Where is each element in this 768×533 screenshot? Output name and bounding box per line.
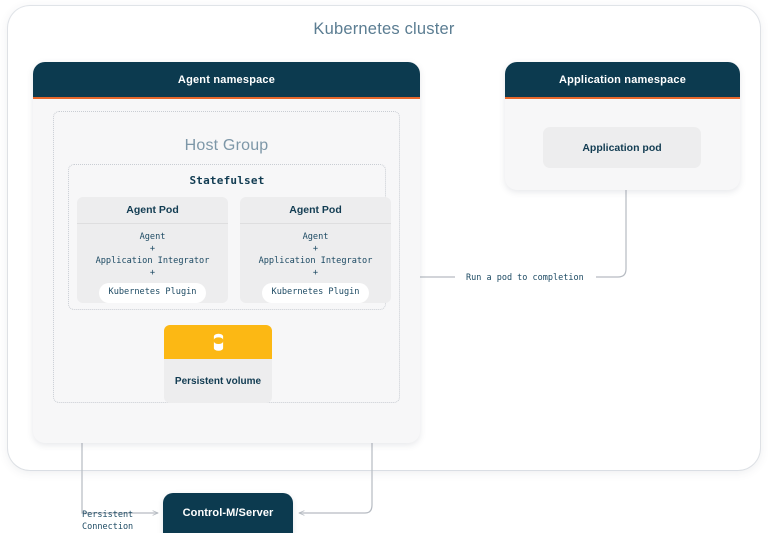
agent-namespace-header: Agent namespace [33, 62, 420, 99]
agent-pod-line: + [149, 267, 156, 278]
application-pod-label: Application pod [582, 141, 662, 154]
run-pod-to-completion-label: Run a pod to completion [466, 273, 584, 283]
agent-pod-body: Agent + Application Integrator + Kuberne… [77, 224, 228, 303]
agent-pod-body: Agent + Application Integrator + Kuberne… [240, 224, 391, 303]
control-m-server-label: Control-M/Server [182, 507, 274, 519]
application-pod-card[interactable]: Application pod [543, 127, 701, 168]
host-group-box: Host Group Statefulset Agent Pod Agent +… [53, 111, 400, 403]
agent-pod-title: Agent Pod [126, 204, 179, 216]
agent-pod-card[interactable]: Agent Pod Agent + Application Integrator… [240, 197, 391, 303]
persistent-volume-body: Persistent volume [164, 359, 272, 403]
agent-pod-title: Agent Pod [289, 204, 342, 216]
agent-pod-line: + [149, 243, 156, 254]
persistent-volume-label: Persistent volume [174, 375, 262, 387]
agent-namespace-card[interactable]: Agent namespace Host Group Statefulset A… [33, 62, 420, 443]
agent-pod-line: Agent [139, 232, 166, 242]
agent-pod-card[interactable]: Agent Pod Agent + Application Integrator… [77, 197, 228, 303]
agent-pod-line: Agent [302, 232, 329, 242]
persistent-volume-header [164, 325, 272, 359]
agent-namespace-title: Agent namespace [177, 73, 276, 86]
application-namespace-header: Application namespace [505, 62, 740, 99]
agent-pod-line: + [312, 243, 319, 254]
kubernetes-plugin-pill[interactable]: Kubernetes Plugin [98, 283, 207, 303]
persistent-connection-label: Persistent Connection [82, 510, 134, 533]
host-group-title: Host Group [184, 137, 269, 154]
agent-pod-line: Application Integrator [258, 255, 373, 266]
kubernetes-plugin-pill[interactable]: Kubernetes Plugin [261, 283, 370, 303]
agent-pod-line: + [312, 267, 319, 278]
database-cylinder-icon [213, 333, 223, 351]
application-namespace-title: Application namespace [558, 73, 687, 86]
control-m-server-box[interactable]: Control-M/Server [163, 493, 293, 533]
persistent-volume-card[interactable]: Persistent volume [164, 325, 272, 403]
statefulset-title: Statefulset [189, 174, 265, 187]
agent-pod-line: Application Integrator [95, 255, 210, 266]
agent-pod-header: Agent Pod [77, 197, 228, 224]
page-title: Kubernetes cluster [313, 20, 455, 38]
statefulset-box: Statefulset Agent Pod Agent + Applicatio… [68, 164, 391, 310]
agent-pod-header: Agent Pod [240, 197, 391, 224]
application-namespace-card[interactable]: Application namespace Application pod [505, 62, 740, 190]
